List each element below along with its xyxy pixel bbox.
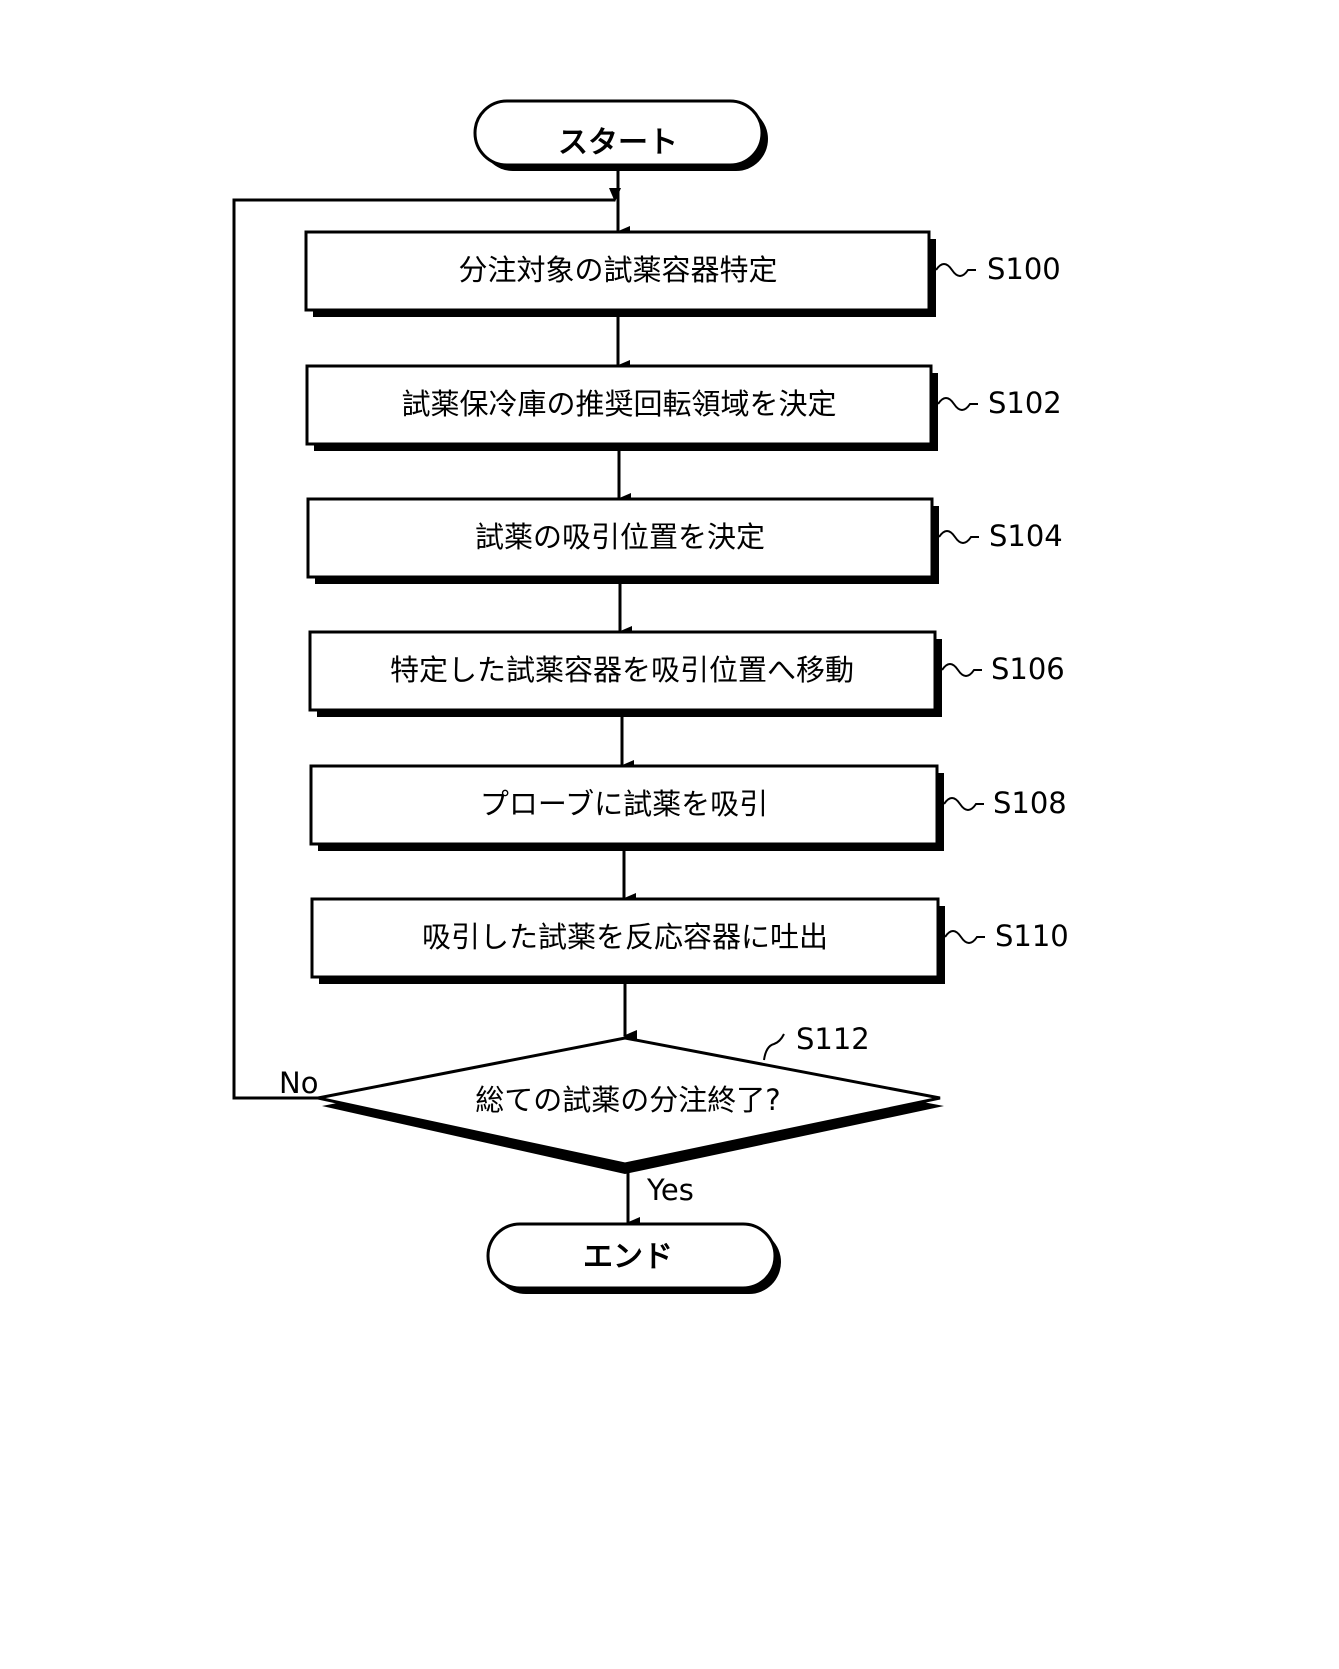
- step-s102-id: S102: [988, 386, 1062, 420]
- start-label: スタート: [558, 126, 678, 161]
- step-s102: 試薬保冷庫の推奨回転領域を決定 S102: [307, 366, 1062, 451]
- step-s106-id: S106: [991, 652, 1065, 686]
- step-s100-id: S100: [987, 252, 1061, 286]
- start-terminal: スタート: [475, 101, 768, 171]
- decision-no-label: No: [279, 1066, 318, 1100]
- step-s110-id: S110: [995, 919, 1069, 953]
- step-s110-text: 吸引した試薬を反応容器に吐出: [422, 920, 828, 954]
- step-s104-text: 試薬の吸引位置を決定: [475, 520, 765, 554]
- step-s108: プローブに試薬を吸引 S108: [311, 766, 1067, 851]
- step-s110: 吸引した試薬を反応容器に吐出 S110: [312, 899, 1069, 984]
- step-s102-text: 試薬保冷庫の推奨回転領域を決定: [401, 387, 836, 421]
- step-s108-text: プローブに試薬を吸引: [480, 787, 768, 821]
- decision-s112-id: S112: [796, 1022, 870, 1056]
- step-s102-leader: [938, 398, 978, 410]
- step-s100: 分注対象の試薬容器特定 S100: [306, 232, 1061, 317]
- step-s100-leader: [936, 264, 976, 276]
- step-s106-text: 特定した試薬容器を吸引位置へ移動: [390, 653, 854, 687]
- step-s110-leader: [945, 931, 985, 943]
- step-s104: 試薬の吸引位置を決定 S104: [308, 499, 1063, 584]
- step-s106-leader: [942, 664, 982, 676]
- decision-s112-text: 総ての試薬の分注終了?: [475, 1083, 780, 1117]
- step-s104-leader: [939, 531, 979, 543]
- step-s100-text: 分注対象の試薬容器特定: [458, 253, 777, 287]
- decision-s112: 総ての試薬の分注終了? S112 No Yes: [279, 1022, 944, 1207]
- step-s106: 特定した試薬容器を吸引位置へ移動 S106: [310, 632, 1065, 717]
- decision-s112-leader: [764, 1034, 784, 1060]
- step-s108-id: S108: [993, 786, 1067, 820]
- end-label: エンド: [583, 1240, 673, 1275]
- step-s108-leader: [944, 798, 984, 810]
- step-s104-id: S104: [989, 519, 1063, 553]
- end-terminal: エンド: [488, 1224, 781, 1294]
- decision-yes-label: Yes: [646, 1173, 694, 1207]
